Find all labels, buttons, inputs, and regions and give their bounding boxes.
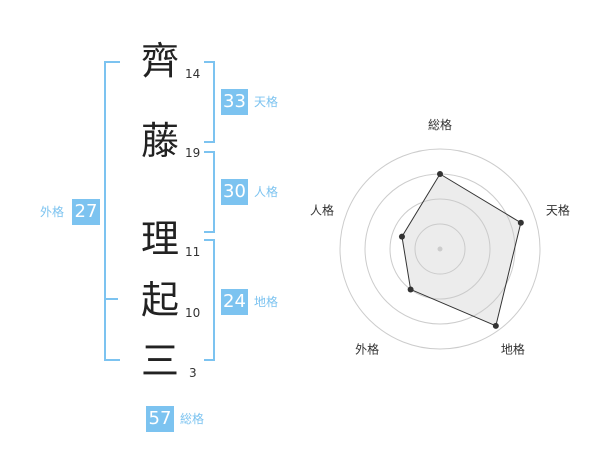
- radar-axis-label-1: 総格: [428, 117, 452, 132]
- radar-axis-label-2: 天格: [546, 203, 570, 218]
- stroke-count-2: 19: [185, 146, 201, 160]
- radar-series-polygon: [401, 173, 522, 327]
- radar-point-1: [437, 171, 443, 177]
- radar-center-dot: [437, 246, 443, 252]
- chikaku-value-badge: 24: [221, 289, 248, 315]
- name-char-1: 齊: [140, 39, 179, 83]
- soukaku-value-badge: 57: [146, 406, 174, 432]
- radar-ring-1: [414, 223, 466, 275]
- jinkaku-bracket: [204, 151, 215, 233]
- name-char-2: 藤: [140, 119, 179, 163]
- radar-point-3: [492, 322, 499, 329]
- chikaku-label: 地格: [254, 295, 279, 309]
- gaikaku-label: 外格: [40, 205, 65, 219]
- radar-ring-4: [339, 148, 541, 350]
- gaikaku-divider: [104, 298, 118, 300]
- tenkaku-label: 天格: [254, 95, 279, 109]
- radar-point-2: [517, 219, 524, 226]
- name-char-4: 起: [140, 278, 179, 322]
- radar-axis-label-4: 外格: [355, 341, 379, 356]
- tenkaku-bracket: [204, 61, 215, 143]
- name-char-3: 理: [140, 217, 179, 261]
- stroke-count-3: 11: [185, 245, 201, 259]
- soukaku-label: 総格: [180, 412, 205, 426]
- name-char-5: 三: [140, 339, 179, 383]
- radar-point-4: [407, 286, 414, 293]
- stroke-count-4: 10: [185, 306, 201, 320]
- radar-point-5: [398, 233, 405, 240]
- chikaku-bracket: [204, 239, 215, 361]
- tenkaku-value-badge: 33: [221, 89, 248, 115]
- jinkaku-value-badge: 30: [221, 179, 248, 205]
- radar-axis-label-3: 地格: [501, 341, 525, 356]
- jinkaku-label: 人格: [254, 185, 279, 199]
- gaikaku-value-badge: 27: [72, 199, 100, 225]
- gaikaku-bracket: [104, 61, 120, 361]
- stroke-count-1: 14: [185, 67, 201, 81]
- radar-ring-2: [389, 198, 491, 300]
- radar-axis-label-5: 人格: [310, 203, 334, 218]
- stroke-count-5: 3: [189, 366, 197, 380]
